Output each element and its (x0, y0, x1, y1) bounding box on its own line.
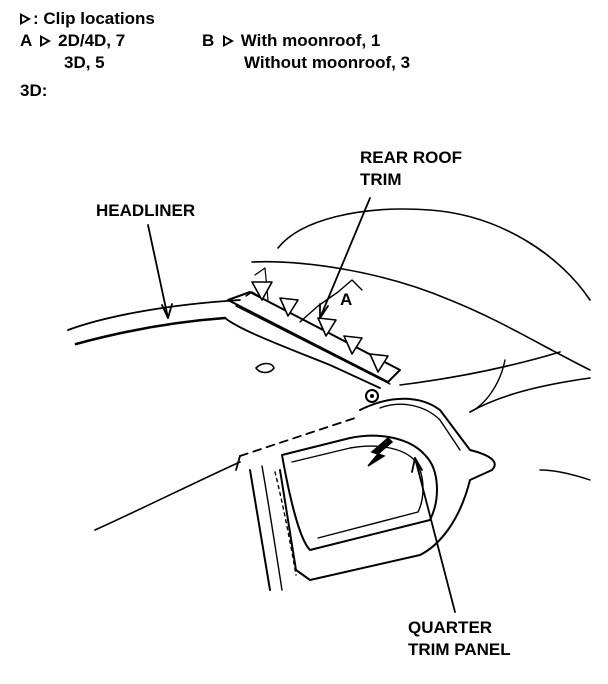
rear-roof-trim-line2: TRIM (360, 170, 402, 189)
clip-a-2 (279, 297, 299, 317)
rear-roof-trim-leader (319, 197, 371, 319)
rear-roof-trim (227, 291, 401, 383)
variant-label: 3D: (20, 81, 48, 100)
clip-a-1 (251, 281, 273, 301)
headliner-edge (67, 299, 241, 331)
roof-rear-curve (251, 260, 591, 371)
headliner-label: HEADLINER (96, 201, 196, 220)
legend-a-line1: 2D/4D, 7 (58, 31, 126, 50)
removal-direction-arrow (367, 436, 394, 467)
rear-roof-trim-line1: REAR ROOF (360, 148, 462, 167)
clip-group-a-label: A (340, 290, 353, 309)
quarter-panel-leader (414, 457, 456, 613)
quarter-line1: QUARTER (408, 618, 493, 637)
clip-triangle-icon (20, 13, 31, 25)
roof-outline (277, 208, 591, 301)
clip-triangle-icon (223, 35, 235, 47)
quarter-trim-panel-label: QUARTER TRIM PANEL (408, 617, 511, 661)
clip-a-4 (343, 335, 363, 355)
legend-title: : Clip locations (33, 9, 155, 28)
quarter-window (281, 434, 438, 551)
legend-b-letter: B (202, 31, 215, 50)
clip-a-5 (369, 353, 389, 373)
legend-b-line1: With moonroof, 1 (240, 31, 381, 50)
quarter-line2: TRIM PANEL (408, 640, 511, 659)
body-rear-edge (469, 377, 591, 413)
headliner-leader (147, 224, 169, 319)
legend-b-line2: Without moonroof, 3 (244, 53, 411, 72)
rear-roof-trim-label: REAR ROOF TRIM (360, 147, 462, 191)
clip-triangle-icon (40, 35, 52, 47)
clip-legend: : Clip locations A 2D/4D, 7 B With moonr… (20, 8, 410, 102)
legend-a-line2: 3D, 5 (64, 53, 105, 72)
clip-a-3 (317, 317, 337, 337)
legend-a-letter: A (20, 31, 32, 50)
roof-rear-edge (399, 351, 561, 386)
quarter-trim-panel (279, 397, 496, 581)
